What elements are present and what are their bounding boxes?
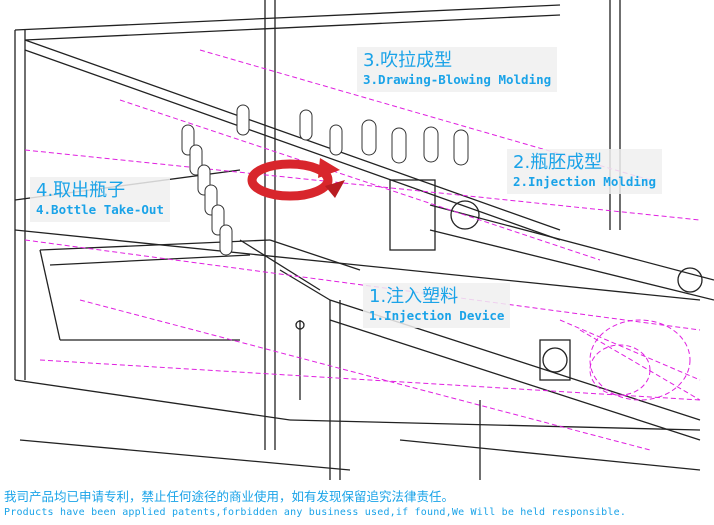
label-drawing-blowing-molding: 3.吹拉成型 3.Drawing-Blowing Molding	[357, 47, 558, 92]
label-en: 4.Bottle Take-Out	[36, 202, 164, 217]
label-bottle-take-out: 4.取出瓶子 4.Bottle Take-Out	[30, 177, 170, 222]
label-en: 2.Injection Molding	[513, 174, 656, 189]
bottle-preforms	[181, 104, 469, 256]
label-cn: 2.瓶胚成型	[513, 152, 603, 173]
label-en: 1.Injection Device	[369, 308, 505, 323]
rotation-arrow-icon	[247, 158, 345, 201]
label-injection-device: 1.注入塑料 1.Injection Device	[363, 283, 511, 328]
label-cn: 3.吹拉成型	[363, 50, 453, 71]
label-cn: 1.注入塑料	[369, 286, 459, 307]
label-injection-molding: 2.瓶胚成型 2.Injection Molding	[507, 149, 662, 194]
patent-notice-en: Products have been applied patents,forbi…	[4, 507, 627, 518]
hidden-lines	[24, 49, 701, 451]
label-en: 3.Drawing-Blowing Molding	[363, 72, 552, 87]
label-cn: 4.取出瓶子	[36, 180, 126, 201]
patent-notice-cn: 我司产品均已申请专利，禁止任何途径的商业使用，如有发现保留追究法律责任。	[4, 489, 455, 504]
